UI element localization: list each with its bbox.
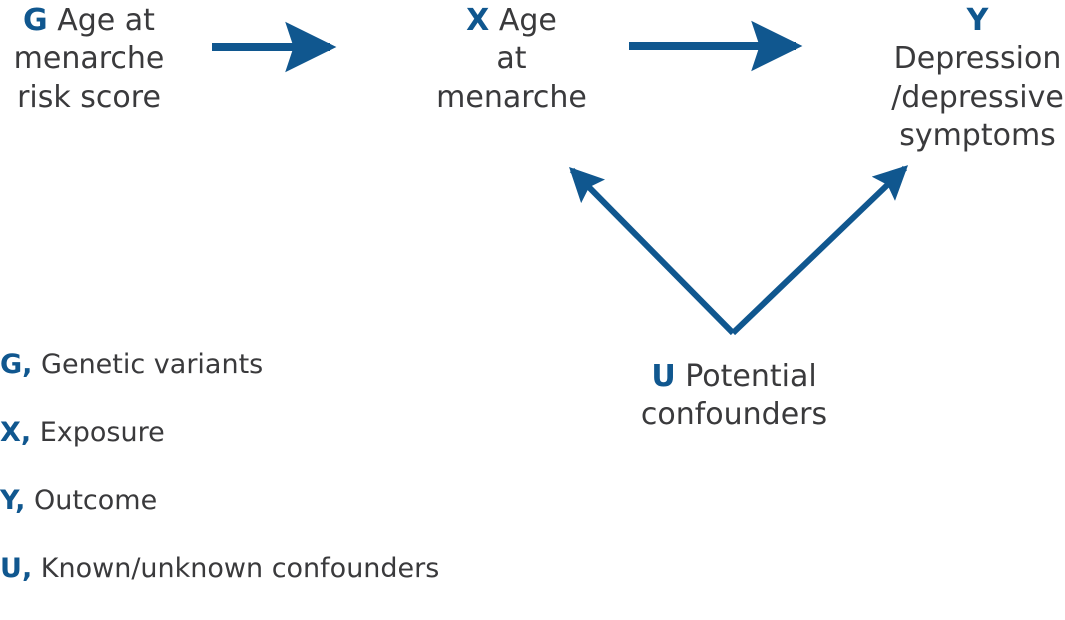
node-g: G Age at menarche risk score (0, 2, 178, 117)
node-x-symbol: X (466, 3, 490, 38)
legend-description-u: Known/unknown confounders (40, 553, 440, 584)
node-g-line-2: menarche (13, 41, 165, 77)
node-x-text-1: Age (498, 3, 557, 38)
node-g-line-1: G Age at (0, 2, 178, 40)
edge-u-to-x (569, 167, 736, 336)
legend-item-g: G, Genetic variants (0, 348, 520, 416)
node-u: U Potential confounders (618, 358, 850, 435)
node-y-symbol: Y (966, 3, 989, 38)
node-u-symbol: U (651, 359, 676, 394)
legend-separator-g: , (22, 349, 33, 380)
legend-symbol-x: X (0, 417, 21, 448)
node-x: X Age at menarche (424, 2, 599, 117)
legend-separator-u: , (21, 553, 33, 584)
legend-separator-x: , (20, 417, 32, 448)
legend: G, Genetic variants X, Exposure Y, Outco… (0, 348, 520, 620)
legend-description-y: Outcome (33, 485, 158, 516)
legend-description-x: Exposure (39, 417, 165, 448)
node-x-line-3: menarche (436, 79, 587, 115)
diagram-canvas: G Age at menarche risk score X Age at me… (0, 2, 1065, 584)
legend-item-u: U, Known/unknown confounders (0, 552, 520, 620)
node-u-line-2: confounders (640, 397, 828, 433)
node-x-line-2: at (496, 41, 527, 77)
legend-item-y: Y, Outcome (0, 484, 520, 552)
node-g-symbol: G (23, 3, 48, 38)
legend-description-g: Genetic variants (41, 349, 264, 380)
node-y-line-1: Depression (893, 41, 1062, 77)
node-u-text-1: Potential (685, 359, 817, 394)
node-y-line-2: /depressive (891, 79, 1064, 115)
node-x-line-1: X Age (424, 2, 599, 40)
legend-separator-y: , (15, 485, 26, 516)
node-g-text-1: Age at (57, 3, 155, 38)
node-g-line-3: risk score (17, 79, 161, 115)
node-y: Y Depression /depressive symptoms (890, 2, 1065, 156)
legend-symbol-u: U (0, 553, 22, 584)
legend-symbol-g: G (0, 349, 23, 380)
legend-item-x: X, Exposure (0, 416, 520, 484)
node-u-line-1: U Potential (618, 358, 850, 396)
node-y-line-3: symptoms (899, 118, 1056, 154)
legend-symbol-y: Y (0, 485, 16, 516)
edge-u-to-y (730, 165, 909, 336)
